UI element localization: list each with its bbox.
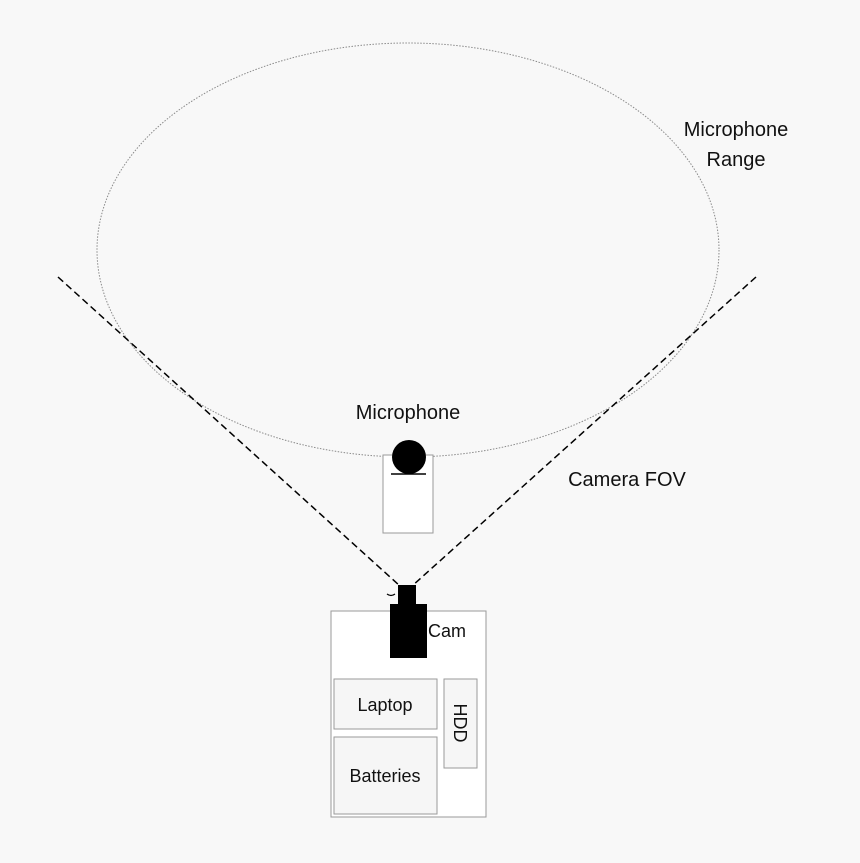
laptop-box [333,678,438,730]
microphone-range-ellipse [96,42,720,458]
camera-fov-label: Camera FOV [568,469,686,491]
microphone-range-label-line2: Range [707,149,766,171]
camera-fov-right-line [411,276,757,587]
microphone-label: Microphone [356,402,461,424]
batteries-box [333,736,438,815]
cam-label: Cam [428,621,466,641]
microphone-icon [392,440,426,474]
batteries-label: Batteries [349,766,420,786]
fov-angle-mark [386,593,396,597]
hdd-label: HDD [450,704,470,743]
laptop-label: Laptop [357,695,412,715]
camera-lens [398,585,416,605]
microphone-range-label-line1: Microphone [684,119,789,141]
hdd-box [443,678,478,769]
camera-body [390,604,427,658]
